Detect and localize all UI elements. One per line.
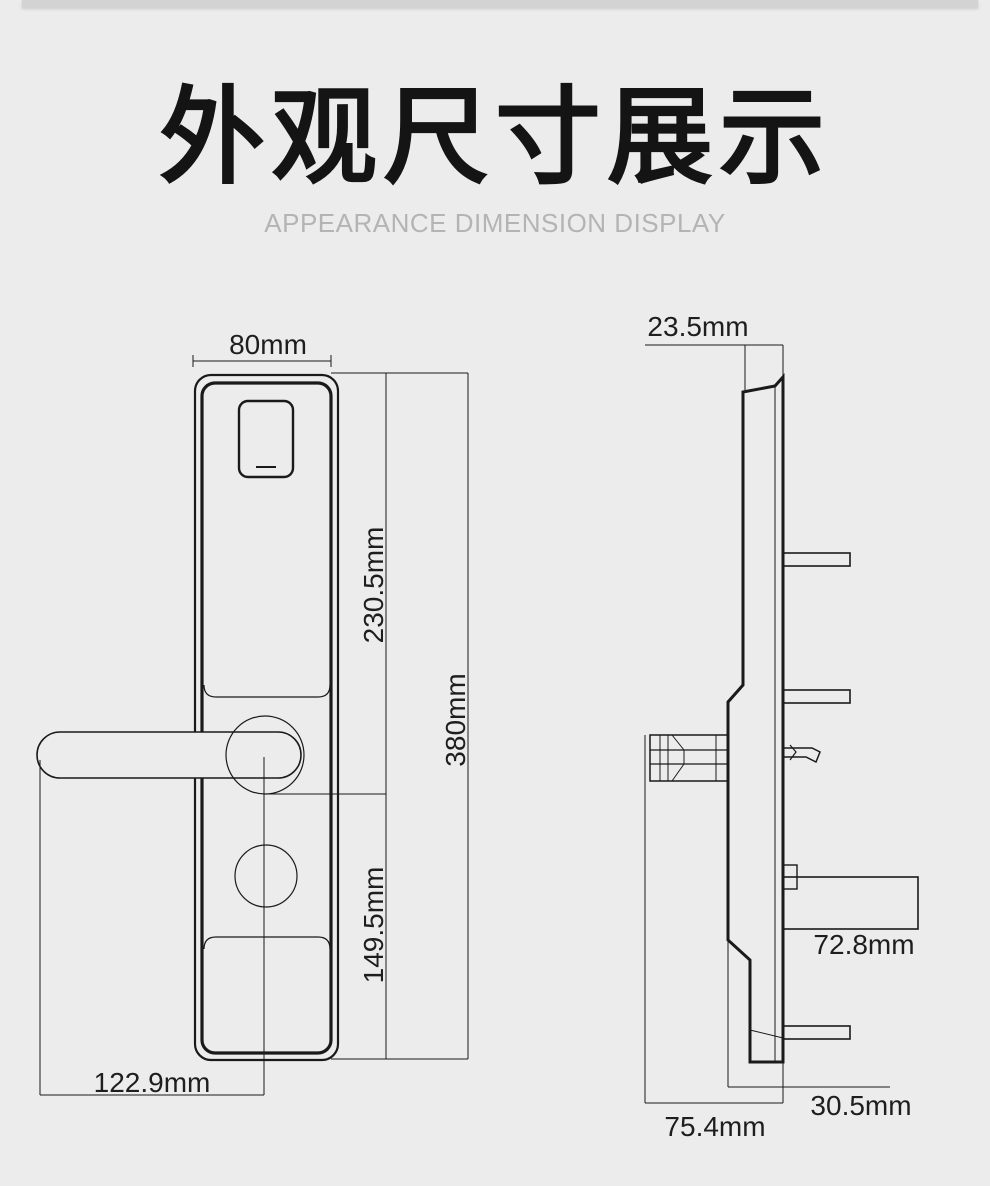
bolt-4: [782, 1025, 851, 1040]
page-title: 外观尺寸展示: [159, 76, 831, 199]
handle-spindle: [649, 734, 729, 782]
lever-handle: [36, 731, 302, 779]
dim-panel-thickness: 23.5mm: [647, 311, 748, 342]
dim-upper-height: 230.5mm: [358, 527, 389, 644]
bolt-2: [782, 689, 851, 704]
side-view: [644, 344, 919, 1104]
dim-handle-length: 122.9mm: [94, 1067, 211, 1098]
lock-body-inner: [200, 381, 333, 1055]
front-view: [36, 355, 469, 1096]
dim-total-depth: 75.4mm: [664, 1111, 765, 1142]
dim-spindle-length: 72.8mm: [813, 929, 914, 960]
bolt-1: [782, 552, 851, 567]
panel-profile: [726, 373, 785, 1064]
dim-lower-height: 149.5mm: [358, 867, 389, 984]
latch-hook: [783, 747, 821, 764]
lower-panel-line: [203, 936, 331, 950]
cylinder-circle: [234, 844, 298, 908]
dim-total-height: 380mm: [440, 673, 471, 766]
handle-rosette: [225, 715, 305, 795]
dim-width: 80mm: [229, 329, 307, 360]
fingerprint-sensor: [237, 399, 295, 479]
upper-panel-line: [203, 684, 331, 698]
page-subtitle: APPEARANCE DIMENSION DISPLAY: [264, 208, 726, 238]
lock-body-outer: [193, 373, 340, 1062]
dim-depth: 30.5mm: [810, 1090, 911, 1121]
top-shadow-bar: [22, 0, 978, 8]
deadbolt: [782, 876, 919, 930]
